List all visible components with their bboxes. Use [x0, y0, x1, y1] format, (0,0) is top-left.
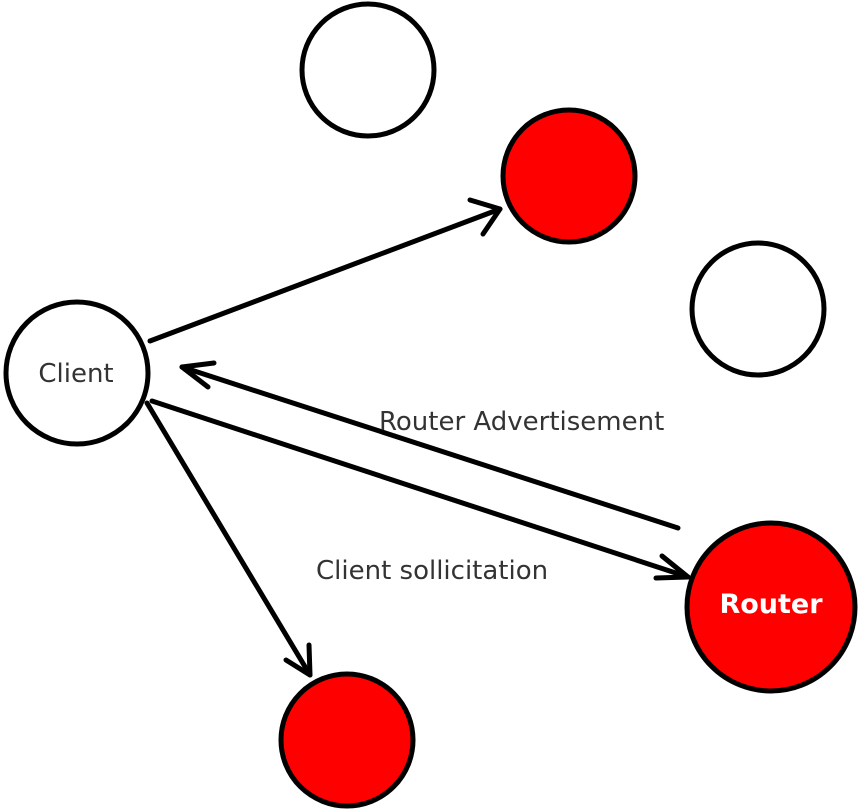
- router-advertisement-label: Router Advertisement: [379, 407, 664, 437]
- arrowhead: [653, 553, 691, 581]
- peer-node-bottom-red: [278, 671, 416, 809]
- router-label: Router: [719, 589, 823, 620]
- edge-client-solicitation: [149, 398, 691, 581]
- client-solicitation-label: Client sollicitation: [316, 556, 548, 586]
- arrowhead: [179, 360, 217, 390]
- peer-node-right: [689, 240, 827, 378]
- client-label: Client: [38, 359, 113, 389]
- edge-client-to-upper-red: [147, 197, 503, 344]
- edge-client-to-bottom-red: [144, 400, 313, 678]
- router-node: [684, 520, 858, 694]
- arrowhead: [467, 197, 503, 237]
- peer-node-top: [299, 1, 437, 139]
- peer-node-upper-red: [500, 107, 638, 245]
- edge-router-advertisement: [179, 360, 681, 531]
- arrowhead: [283, 642, 313, 678]
- client-node: [3, 299, 151, 447]
